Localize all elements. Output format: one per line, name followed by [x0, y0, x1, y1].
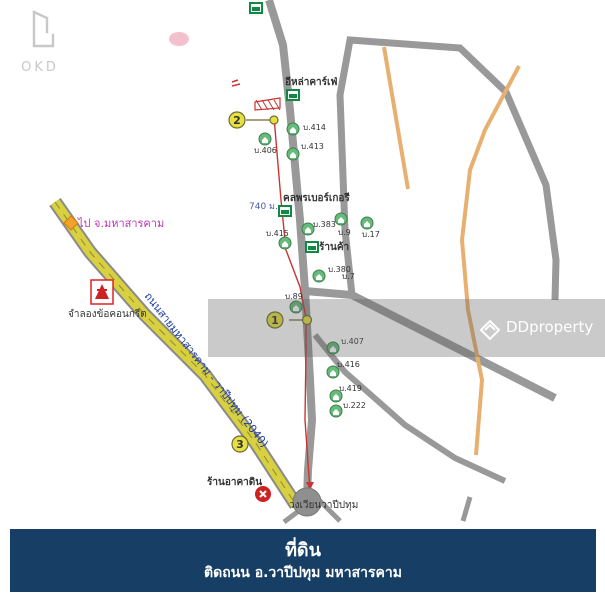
banner-title: ที่ดิน	[285, 540, 321, 561]
ddproperty-logo-icon	[478, 317, 502, 341]
destination-label: ไป จ.มหาสารคาม	[77, 217, 164, 230]
house-icon[interactable]	[329, 389, 343, 403]
house-label: บ.383	[313, 220, 336, 229]
house-icon[interactable]	[360, 216, 374, 230]
house-label: บ.17	[362, 230, 380, 239]
shop-icon[interactable]	[249, 2, 263, 14]
house-icon[interactable]	[334, 212, 348, 226]
ddproperty-watermark	[208, 299, 605, 357]
land-parcel-hatch	[255, 99, 281, 111]
cafe-label: อีหล่าคาร์เฟ่	[285, 76, 338, 88]
point-2-marker[interactable]	[228, 111, 246, 129]
ddproperty-mark	[479, 319, 501, 341]
point-1-dot	[301, 314, 313, 326]
land-parcel-marker	[231, 79, 241, 87]
house-label: บ.413	[301, 142, 324, 151]
main-road-centerline	[54, 201, 297, 506]
point-3-marker[interactable]	[231, 435, 249, 453]
house-icon[interactable]	[329, 404, 343, 418]
house-label: บ.407	[341, 337, 364, 346]
okd-logo: OKD	[14, 8, 66, 80]
roundabout-label: วงเวียนวาปีปทุม	[289, 499, 358, 511]
orange-road-west	[382, 46, 410, 190]
direction-icon[interactable]	[63, 215, 79, 231]
house-label: บ.416	[337, 360, 360, 369]
north-south-road	[265, 0, 317, 501]
okd-logo-text: OKD	[21, 60, 59, 75]
map-blot	[169, 32, 189, 46]
point-markers: 1 2 3	[228, 111, 313, 453]
house-label: บ.414	[303, 123, 326, 132]
house-label: บ.7	[342, 272, 355, 281]
southeast-road	[312, 333, 507, 484]
house-icon[interactable]	[326, 365, 340, 379]
okd-logo-icon	[32, 10, 55, 48]
concrete-icon[interactable]	[90, 279, 114, 305]
house-label: บ.9	[338, 228, 351, 237]
club-icon[interactable]	[278, 205, 292, 217]
point-3-number: 3	[236, 438, 244, 451]
house-icon[interactable]	[286, 147, 300, 161]
loop-road	[336, 36, 560, 301]
house-icons	[258, 122, 374, 418]
house-label: บ.380	[328, 265, 351, 274]
house-icon[interactable]	[286, 122, 300, 136]
house-label: บ.406	[254, 146, 277, 155]
roundabout[interactable]	[292, 487, 322, 517]
house-icon[interactable]	[312, 269, 326, 283]
route-arrowhead	[306, 482, 314, 490]
concrete-label: จำลองข้อคอนกรีต	[68, 308, 147, 320]
orange-road-east	[459, 65, 521, 456]
distance-label: 740 ม.	[249, 202, 278, 212]
main-road	[49, 197, 302, 509]
restaurant-label: ร้านอาคาดิน	[207, 476, 262, 488]
ddproperty-text: DDproperty	[506, 318, 594, 336]
shop-label: ร้านค้า	[319, 241, 349, 253]
house-icon[interactable]	[289, 300, 303, 314]
house-label: บ.419	[339, 384, 362, 393]
banner-subtitle: ติดถนน อ.วาปีปทุม มหาสารคาม	[204, 565, 402, 581]
land-parcel-outline	[254, 97, 281, 111]
roundabout-circle[interactable]	[292, 487, 322, 517]
house-label: บ.89	[285, 292, 303, 301]
club-label: คลพรเบอร์เกอรี	[283, 192, 350, 204]
shop-icon[interactable]	[305, 241, 319, 253]
point-1-marker[interactable]	[266, 311, 284, 329]
house-icon[interactable]	[326, 341, 340, 355]
property-banner: ที่ดิน ติดถนน อ.วาปีปทุม มหาสารคาม	[10, 529, 596, 592]
cafe-icon[interactable]	[286, 89, 300, 101]
house-label: บ.415	[266, 229, 289, 238]
house-icon[interactable]	[301, 222, 315, 236]
point-1-number: 1	[271, 314, 279, 327]
point-2-number: 2	[233, 114, 241, 127]
place-icons	[63, 2, 319, 502]
house-label: บ.222	[343, 401, 366, 410]
restaurant-icon[interactable]	[255, 486, 271, 502]
orange-roads	[382, 46, 521, 456]
point-2-dot	[269, 115, 279, 125]
house-icon[interactable]	[258, 132, 272, 146]
house-icon[interactable]	[278, 236, 292, 250]
